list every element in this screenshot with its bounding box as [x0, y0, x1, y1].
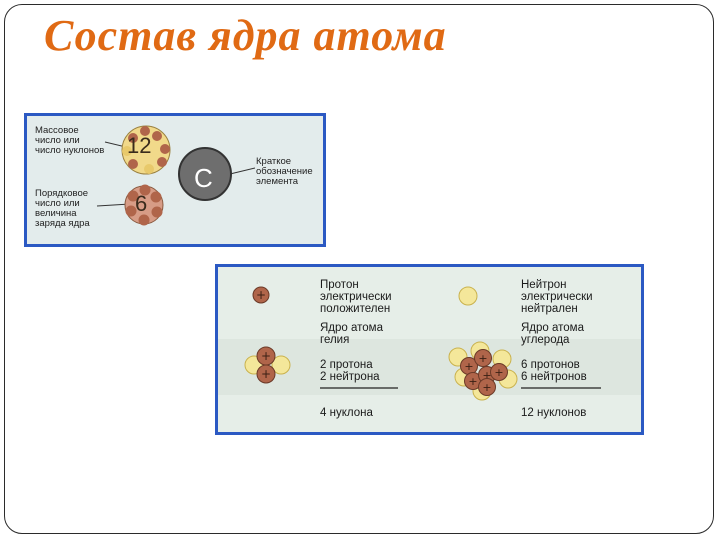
- svg-text:+: +: [464, 360, 473, 373]
- slide-title: Состав ядра атома: [44, 11, 447, 60]
- mass-number: 12: [127, 133, 152, 158]
- proton: [139, 184, 151, 196]
- svg-text:+: +: [261, 367, 271, 381]
- proton-icon: +: [252, 286, 270, 304]
- element-symbol: C: [194, 163, 213, 193]
- svg-text:+: +: [256, 288, 266, 302]
- proton: [150, 191, 162, 203]
- nucleon: [122, 146, 132, 156]
- svg-text:+: +: [261, 349, 271, 363]
- atomic-number-label: Порядковое число или величина заряда ядр…: [35, 188, 90, 229]
- svg-text:+: +: [468, 375, 477, 388]
- svg-text:+: +: [494, 366, 503, 379]
- carbon-total: 12 нуклонов: [521, 407, 587, 419]
- helium-title: Ядро атома гелия: [320, 322, 383, 346]
- symbol-circle: [178, 147, 232, 201]
- symbol-leader-line: [229, 167, 256, 175]
- notation-panel: Массовое число или число нуклонов Порядк…: [24, 113, 326, 247]
- nucleon: [160, 144, 170, 154]
- nucleon: [157, 157, 167, 167]
- atomic-number: 6: [135, 191, 148, 216]
- helium-nucleus: + +: [244, 346, 291, 384]
- proton: [125, 205, 137, 217]
- helium-total: 4 нуклона: [320, 407, 373, 419]
- nucleon: [144, 164, 154, 174]
- nucleon: [152, 131, 162, 141]
- carbon-composition: 6 протонов 6 нейтронов: [521, 359, 587, 383]
- svg-text:+: +: [482, 381, 491, 394]
- carbon-title: Ядро атома углерода: [521, 322, 584, 346]
- helium-composition: 2 протона 2 нейтрона: [320, 359, 380, 383]
- mass-number-label: Массовое число или число нуклонов: [35, 125, 105, 156]
- notation-diagram: [96, 125, 256, 226]
- nucleon: [140, 126, 150, 136]
- svg-text:+: +: [478, 352, 487, 365]
- nucleon: [128, 133, 138, 143]
- proton: [151, 206, 163, 218]
- composition-diagram: + + + + + + +: [218, 286, 641, 401]
- carbon-nucleus: + + + + + +: [448, 341, 518, 401]
- charge-leader-line: [96, 203, 131, 207]
- proton: [127, 190, 139, 202]
- svg-text:+: +: [482, 369, 491, 382]
- proton: [138, 214, 150, 226]
- neutron-icon: [458, 286, 478, 306]
- symbol-label: Краткое обозначение элемента: [256, 156, 313, 187]
- composition-panel: + + + + + + +: [215, 264, 644, 435]
- neutron-description: Нейтрон электрически нейтрален: [521, 279, 593, 315]
- nucleon: [128, 159, 138, 169]
- proton-description: Протон электрически положителен: [320, 279, 392, 315]
